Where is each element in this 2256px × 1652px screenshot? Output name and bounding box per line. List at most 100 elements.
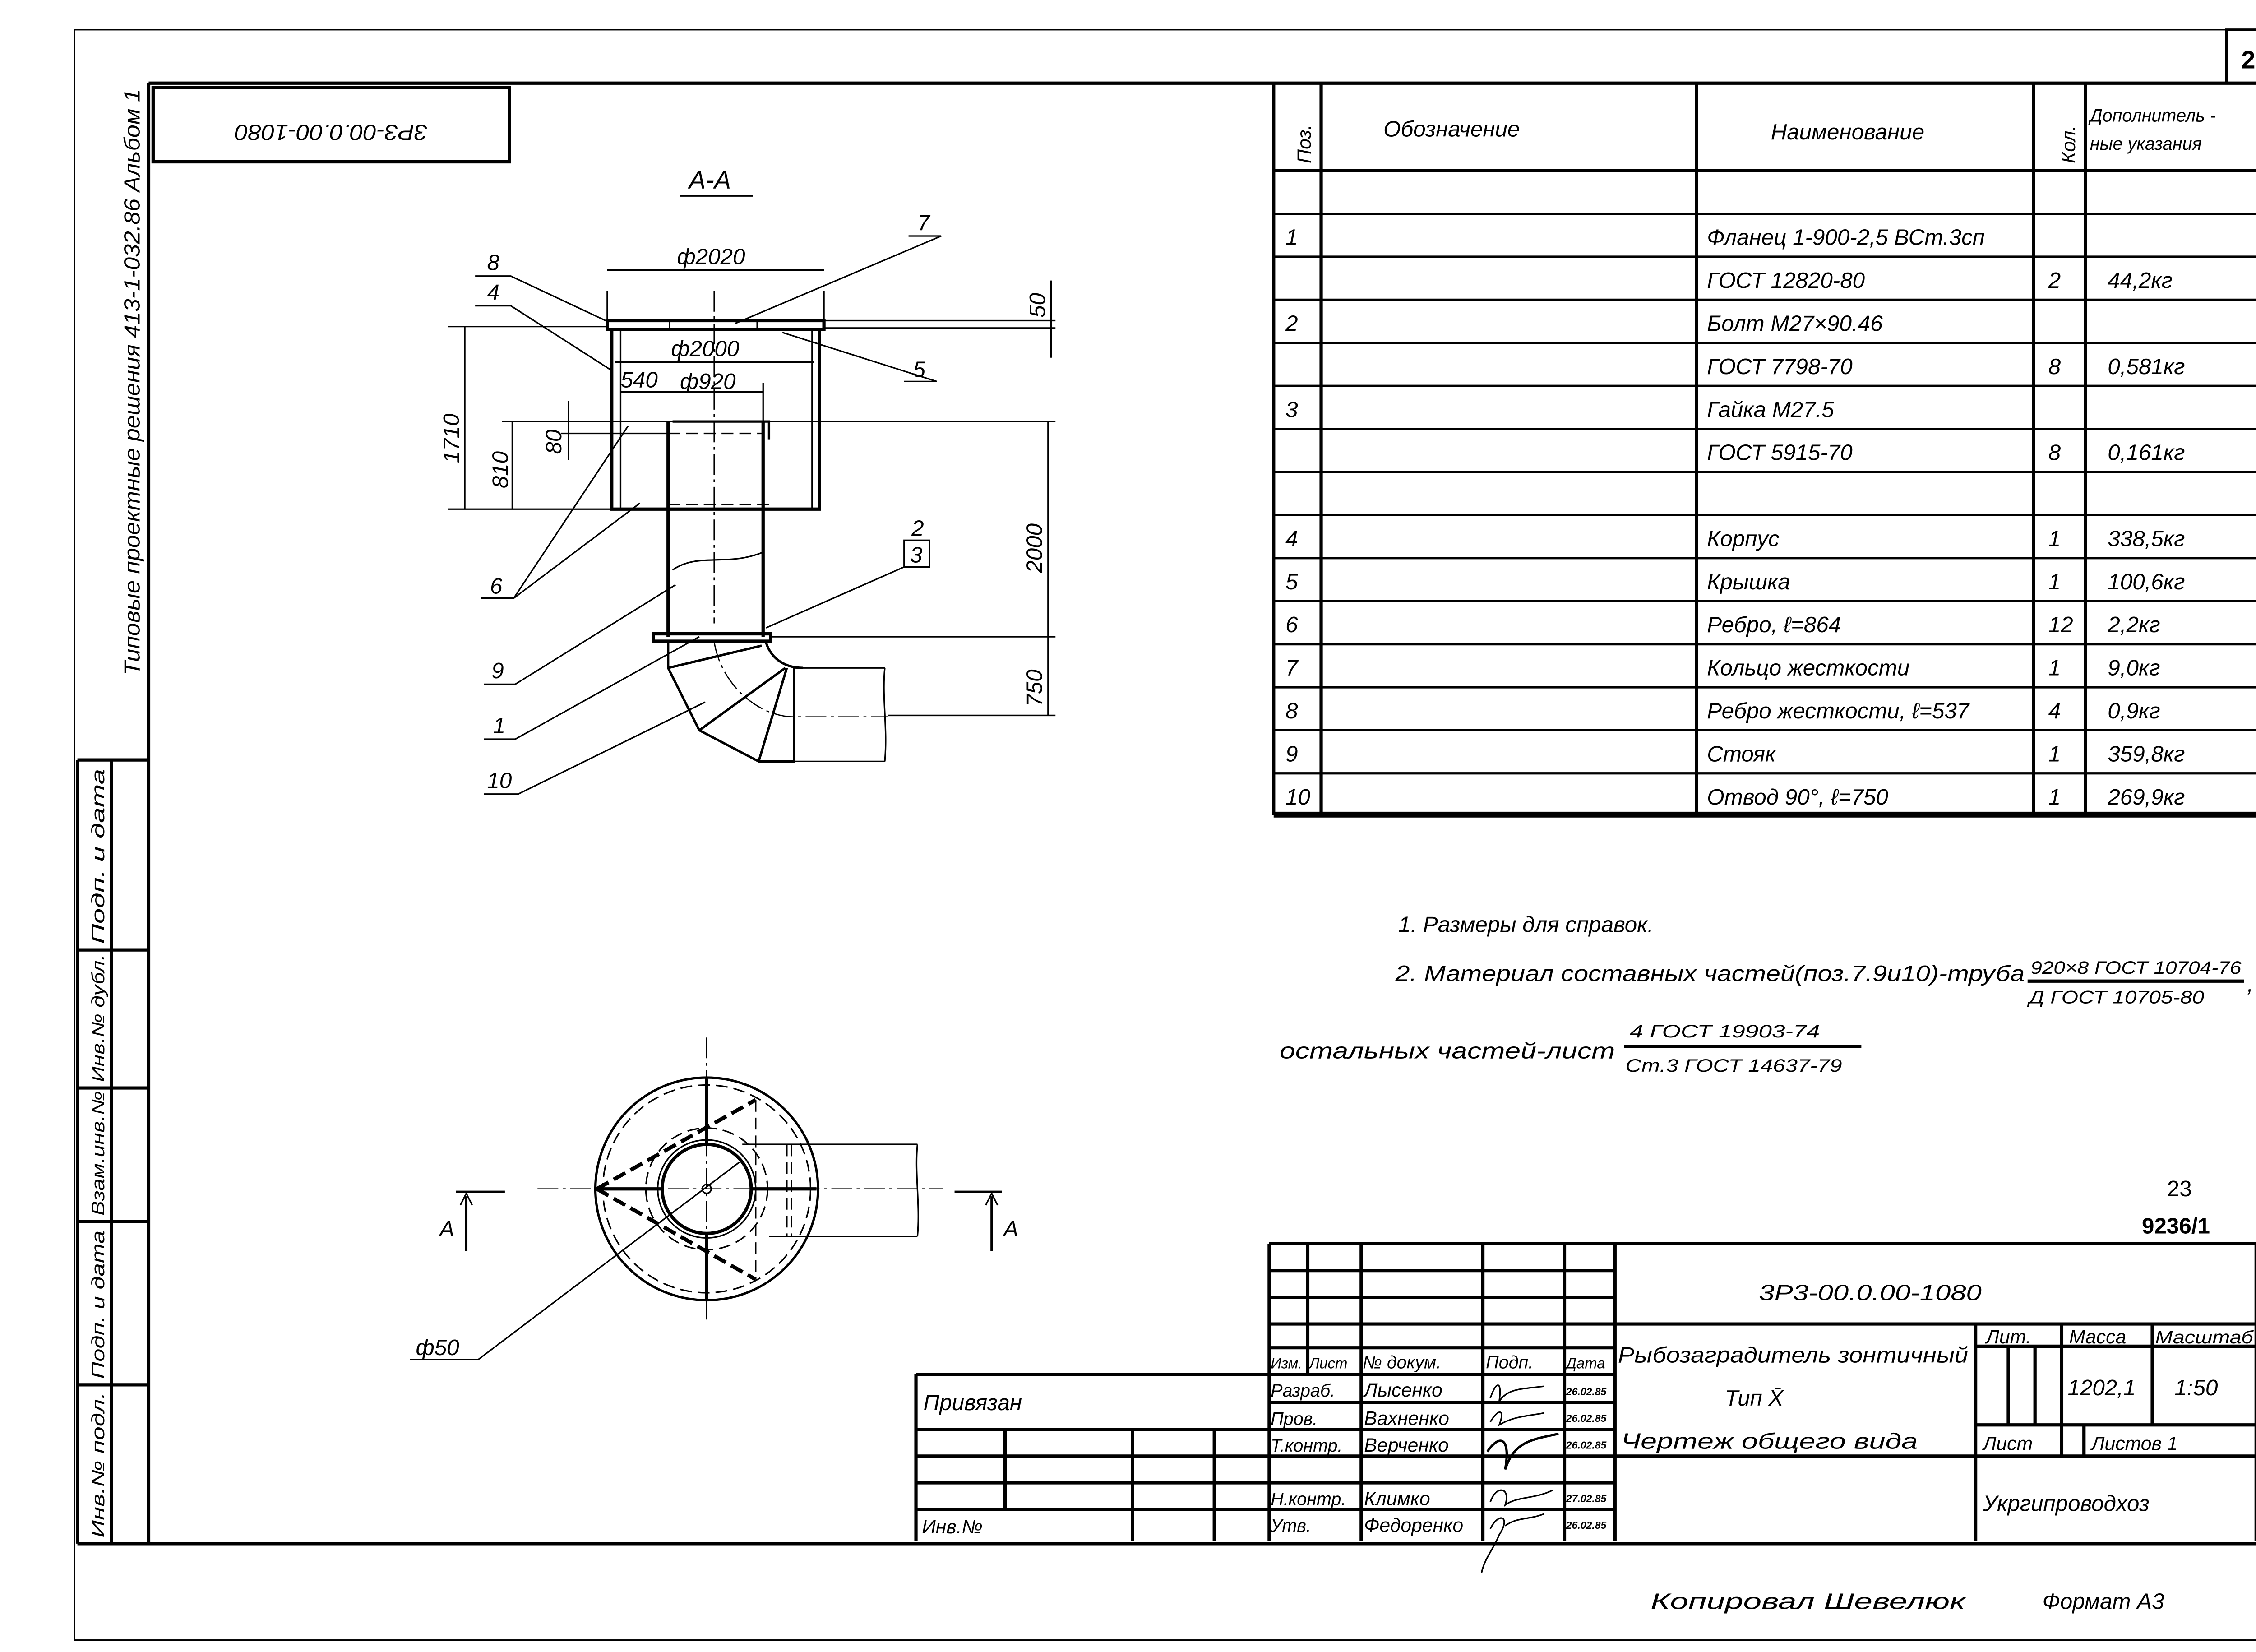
note-2-numerator: 920×8 ГОСТ 10704-76 [2030,958,2241,978]
leader-3: 3 [910,543,922,568]
cell-qty: 1 [2048,656,2061,680]
scale-label: Масштаб [2155,1328,2254,1347]
signer-name: Вахненко [1364,1408,1449,1430]
header-notes-2: ные указания [2090,134,2202,154]
cell-notes: 44,2кг [2108,268,2173,293]
name-line-1: Рыбозаградитель зонтичный [1618,1343,1968,1368]
cell-notes: 269,9кг [2107,785,2185,810]
sheet-number: 23 [2241,45,2256,74]
cell-pos: 2 [1285,311,1298,336]
hole-diameter: ф50 [416,1335,460,1360]
cell-name: Крышка [1707,569,1790,594]
signer-date: 26.02.85 [1566,1412,1607,1424]
stamp-sign-date-1: Подп. и дата [88,769,108,944]
note-3: остальных частей-лист [1280,1038,1615,1063]
cell-notes: 100,6кг [2108,569,2185,594]
section-title: А-А [688,166,731,194]
leader-10: 10 [487,768,512,793]
side-stamps: Подп. и дата Инв.№ дубл. Взам.инв.№ Подп… [75,758,149,1544]
signer-role: Пров. [1271,1409,1318,1429]
cell-pos: 7 [1285,656,1299,680]
cell-pos: 9 [1285,741,1298,766]
cell-name: Отвод 90°, ℓ=750 [1707,785,1888,810]
notes: 1. Размеры для справок. 2. Материал сост… [1280,912,2253,1076]
dim-2000: 2000 [1022,523,1047,573]
note-2-denominator: Д ГОСТ 10705-80 [2027,988,2204,1008]
col-change: Изм. [1271,1355,1302,1372]
cell-qty: 12 [2048,612,2073,637]
spec-table: Поз. Обозначение Наименование Кол. Допол… [1272,83,2256,818]
cell-name: ГОСТ 12820-80 [1707,268,1865,293]
sheets-label: Листов 1 [2090,1433,2177,1455]
stamp-replace-inv: Взам.инв.№ [88,1091,108,1216]
cell-qty: 4 [2048,699,2061,723]
mass-label: Масса [2069,1326,2126,1348]
col-date: Дата [1564,1355,1605,1372]
cell-pos: 3 [1285,397,1298,422]
header-name: Наименование [1771,120,1924,144]
sheet-format: Формат А3 [2043,1589,2164,1614]
sheet-frame [74,28,2256,1641]
signer-role: Разраб. [1271,1381,1335,1401]
cell-notes: 359,8кг [2108,741,2185,766]
leader-6: 6 [490,574,503,599]
table-row: ГОСТ 12820-80 2 44,2кг [1273,268,2256,301]
organization: Укргипроводхоз [1983,1491,2150,1516]
table-row: 3 Гайка М27.5 [1273,397,2256,430]
cell-name: Стояк [1707,741,1776,766]
cell-qty: 1 [2048,526,2061,551]
dim-1710: 1710 [439,413,464,463]
header-designation: Обозначение [1383,117,1520,142]
rotated-designation-box [151,86,511,164]
col-signature: Подп. [1486,1353,1533,1373]
cell-name: ГОСТ 7798-70 [1707,354,1853,379]
stamp-sign-date-2: Подп. и дата [88,1231,108,1379]
section-mark-right: А [1002,1217,1018,1241]
note-3-denominator: Ст.3 ГОСТ 14637-79 [1625,1056,1842,1076]
signer-name: Федоренко [1364,1515,1463,1536]
leader-8: 8 [487,250,499,275]
section-mark-left: А [438,1217,454,1241]
cell-notes: 0,9кг [2108,699,2160,723]
dim-d2020: ф2020 [677,244,745,269]
signer-date: 27.02.85 [1566,1493,1607,1504]
leader-2: 2 [911,516,924,541]
header-pos: Поз. [1294,125,1315,163]
inv-label: Инв.№ [922,1516,983,1538]
designation: 3Р3-00.0.00-1080 [1759,1280,1982,1305]
side-title: Типовые проектные решения 413-1-032.86 А… [120,89,145,675]
note-3-numerator: 4 ГОСТ 19903-74 [1630,1022,1820,1041]
table-row: 10 Отвод 90°, ℓ=750 1 269,9кг [1273,785,2256,818]
cell-pos: 1 [1285,225,1298,250]
bound-label: Привязан [924,1390,1022,1415]
cell-pos: 10 [1285,785,1310,810]
header-notes-1: Дополнитель - [2088,106,2216,126]
header-qty: Кол. [2058,125,2080,163]
name-line-2: Тип X̄ [1725,1386,1784,1411]
note-2: 2. Материал составных частей(поз.7.9и10)… [1395,961,2025,986]
cell-notes: 2,2кг [2107,612,2160,637]
album-code: 9236/1 [2142,1213,2210,1238]
name-line-3: Чертеж общего вида [1621,1429,1918,1453]
mass-value: 1202,1 [2068,1375,2136,1400]
bound-block: Привязан Инв.№ [914,1373,1269,1541]
cell-qty: 1 [2048,785,2061,810]
signer-date: 26.02.85 [1566,1519,1607,1531]
dim-d920: ф920 [680,369,736,394]
dim-80: 80 [541,429,566,454]
cell-qty: 2 [2048,268,2061,293]
section-view-a-a: А-А ф2020 ф2000 540 ф920 1710 810 80 [439,166,1056,795]
dim-810: 810 [488,451,513,488]
cell-name: Кольцо жесткости [1707,656,1909,680]
cell-name: Гайка М27.5 [1707,397,1834,422]
cell-qty: 1 [2048,569,2061,594]
leader-7: 7 [917,210,930,235]
leader-5: 5 [913,357,925,382]
